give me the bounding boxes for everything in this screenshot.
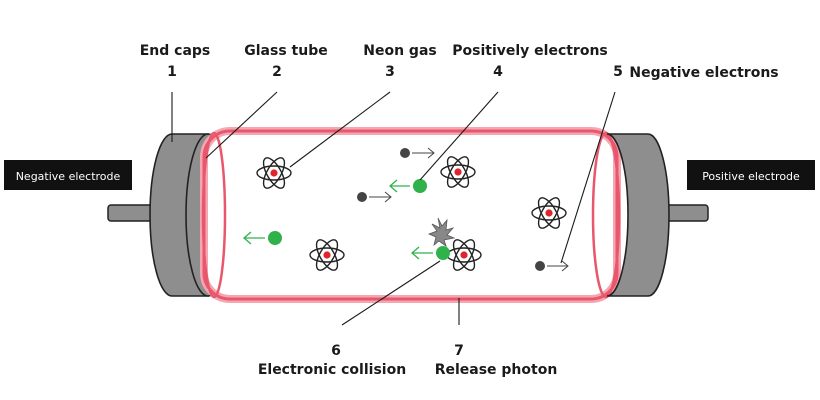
negative-electron <box>400 147 435 159</box>
label-5-name: Negative electrons <box>629 65 778 81</box>
negative-electrode-label: Negative electrode <box>16 170 121 183</box>
positive-electrode-label: Positive electrode <box>702 170 800 183</box>
leader-lines <box>171 91 616 326</box>
negative-electrode-box: Negative electrode <box>4 160 132 190</box>
left-pin <box>107 204 154 222</box>
label-1-number: 1 <box>167 64 177 80</box>
label-4-name: Positively electrons <box>452 43 608 59</box>
label-2-name: Glass tube <box>244 43 327 59</box>
label-4-number: 4 <box>493 64 503 80</box>
label-5-number: 5 <box>613 64 623 80</box>
positive-particle <box>243 231 282 245</box>
negative-electron <box>357 191 392 203</box>
label-6-number: 6 <box>331 343 341 359</box>
label-7-number: 7 <box>454 343 464 359</box>
label-6-name: Electronic collision <box>258 362 406 378</box>
positive-particle <box>411 246 450 260</box>
label-2-number: 2 <box>272 64 282 80</box>
negative-electron <box>535 260 569 272</box>
label-3-name: Neon gas <box>363 43 436 59</box>
label-7-name: Release photon <box>435 362 558 378</box>
label-3-number: 3 <box>385 64 395 80</box>
photon-burst-icon <box>427 217 456 248</box>
positive-electrode-box: Positive electrode <box>687 160 815 190</box>
positive-particle <box>389 179 427 193</box>
label-1-name: End caps <box>140 43 211 59</box>
right-end-cap <box>606 133 670 297</box>
glass-tube <box>200 127 621 303</box>
